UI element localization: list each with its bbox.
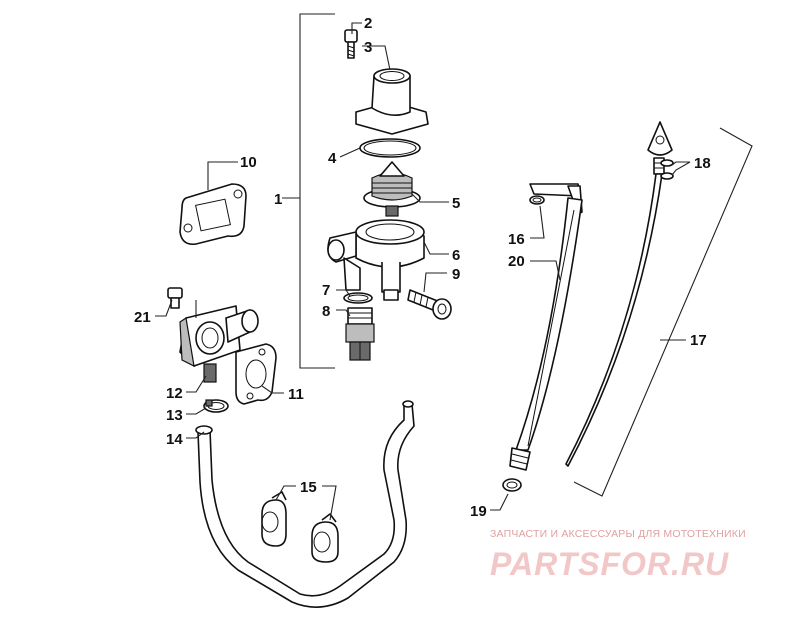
part-4-o-ring — [359, 138, 421, 158]
part-19-o-ring — [502, 478, 522, 492]
part-9-bolt — [407, 289, 452, 320]
bracket-part-17 — [573, 127, 753, 497]
part-3-housing-cover — [355, 68, 429, 135]
callout-12: 12 — [166, 385, 183, 402]
callout-3: 3 — [364, 39, 372, 56]
callout-20: 20 — [508, 253, 525, 270]
callout-1: 1 — [274, 191, 282, 208]
part-2-bolt — [344, 29, 358, 59]
part-11-gasket — [235, 343, 277, 405]
callout-10: 10 — [240, 154, 257, 171]
watermark-logo: PARTSFOR.RU — [490, 546, 729, 582]
part-20-dipstick-tube — [509, 183, 583, 471]
part-12-water-outlet — [179, 300, 259, 383]
part-18-o-rings — [660, 159, 674, 180]
callout-21: 21 — [134, 309, 151, 326]
callout-7: 7 — [322, 282, 330, 299]
part-8-temp-sensor — [345, 307, 375, 361]
callout-11: 11 — [288, 386, 304, 403]
callout-4: 4 — [328, 150, 337, 167]
bracket-assembly-1 — [282, 13, 335, 369]
part-14-coolant-hose — [195, 400, 415, 608]
callout-16: 16 — [508, 231, 525, 248]
part-16-o-ring — [529, 195, 545, 205]
part-17-dipstick — [565, 121, 673, 467]
callout-8: 8 — [322, 303, 330, 320]
callout-13: 13 — [166, 407, 183, 424]
callout-5: 5 — [452, 195, 460, 212]
callout-6: 6 — [452, 247, 460, 264]
leader-lines — [155, 22, 691, 521]
callout-17: 17 — [690, 332, 707, 349]
watermark-tagline: ЗАПЧАСТИ И АКСЕССУАРЫ ДЛЯ МОТОТЕХНИКИ — [490, 528, 746, 540]
part-21-bolt — [167, 287, 183, 309]
callout-19: 19 — [470, 503, 487, 520]
callout-2: 2 — [364, 15, 372, 32]
callout-9: 9 — [452, 266, 460, 283]
part-5-thermostat — [363, 161, 421, 217]
part-10-gasket — [179, 183, 247, 246]
callout-14: 14 — [166, 431, 183, 448]
part-13-hose-clamp — [203, 399, 229, 413]
part-15-hose-clamps — [261, 491, 339, 563]
callout-labels: 1 2 3 4 5 6 7 8 9 10 11 12 13 14 15 16 1… — [134, 15, 711, 520]
callout-18: 18 — [694, 155, 711, 172]
part-6-housing-body — [327, 219, 425, 301]
part-7-small-o-ring — [343, 292, 373, 304]
callout-15: 15 — [300, 479, 317, 496]
